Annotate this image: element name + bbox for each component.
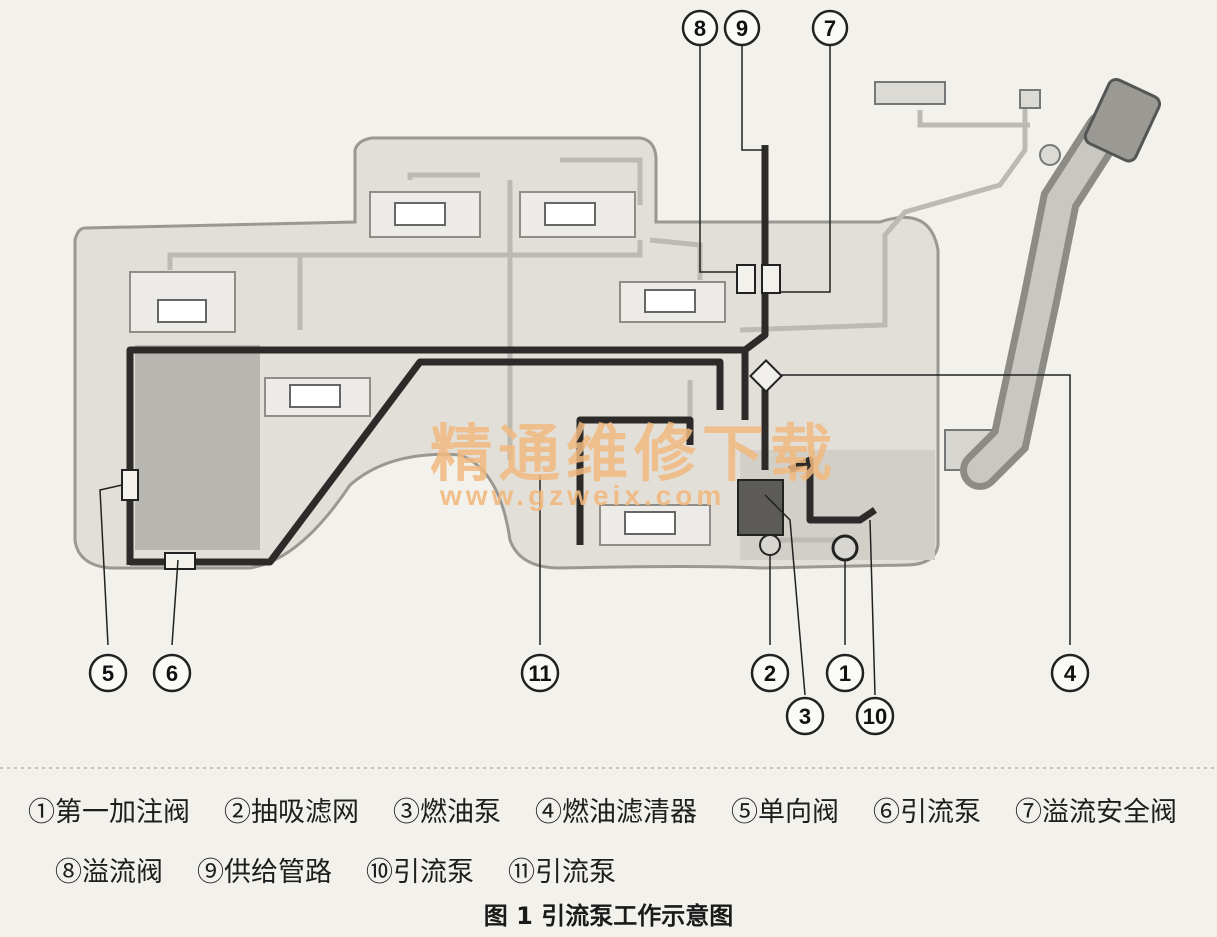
callout-label-11: 11 (528, 661, 551, 686)
fuel-pump (737, 479, 784, 536)
legend-item: ③燃油泵 (393, 797, 501, 828)
component-box-bottom (599, 504, 711, 546)
jet-pump-6 (164, 552, 196, 570)
callout-3: 3 (785, 696, 825, 736)
callout-9: 9 (723, 9, 761, 47)
legend-item: ④燃油滤清器 (535, 797, 697, 828)
watermark-url: www.gzweix.com (439, 480, 725, 511)
callout-label-2: 2 (764, 661, 776, 686)
callout-6: 6 (152, 653, 192, 693)
legend-item: ⑩引流泵 (366, 857, 474, 888)
callout-label-10: 10 (863, 704, 887, 729)
callout-5: 5 (88, 653, 128, 693)
component-box-left (129, 271, 236, 333)
callout-7: 7 (811, 9, 849, 47)
callout-label-5: 5 (102, 661, 114, 686)
legend-item: ⑪引流泵 (508, 857, 616, 888)
component-box-center (264, 377, 371, 417)
filler-valve-1 (831, 534, 859, 562)
callout-label-8: 8 (694, 16, 706, 41)
legend-item: ⑦溢流安全阀 (1015, 797, 1177, 828)
callout-label-4: 4 (1064, 661, 1077, 686)
legend-item: ②抽吸滤网 (224, 797, 359, 828)
callout-10: 10 (855, 696, 895, 736)
legend-item: ⑨供给管路 (197, 857, 332, 888)
component-box-top-left (369, 191, 481, 238)
legend-item: ①第一加注阀 (28, 797, 190, 828)
filler-neck-inner (967, 117, 1118, 483)
component-box-mid-right (619, 281, 726, 323)
legend-item: ⑧溢流阀 (55, 857, 163, 888)
callout-label-3: 3 (799, 704, 811, 729)
leader-lines (99, 42, 1071, 696)
safety-valve-7 (761, 264, 781, 294)
callout-label-1: 1 (839, 661, 851, 686)
legend-row-1: ①第一加注阀 ②抽吸滤网 ③燃油泵 ④燃油滤清器 ⑤单向阀 ⑥引流泵 ⑦溢流安全阀 (28, 790, 1177, 829)
check-valve-5 (121, 469, 139, 501)
callout-label-6: 6 (166, 661, 178, 686)
filler-cap (1083, 77, 1162, 163)
legend-item: ⑤单向阀 (731, 797, 839, 828)
callout-4: 4 (1050, 653, 1090, 693)
legend-row-2: ⑧溢流阀 ⑨供给管路 ⑩引流泵 ⑪引流泵 (55, 850, 650, 889)
callout-label-9: 9 (736, 16, 748, 41)
suction-strainer (759, 534, 781, 556)
callout-11: 11 (520, 653, 560, 693)
vent-valve-top (874, 81, 1061, 166)
watermark-text: 精通维修下载 (430, 417, 838, 490)
figure-caption: 图 1 引流泵工作示意图 (483, 902, 734, 930)
fuel-filter (749, 359, 783, 393)
callout-label-7: 7 (824, 16, 836, 41)
legend-item: ⑥引流泵 (873, 797, 981, 828)
component-box-top-right (519, 191, 636, 238)
overflow-valve-8 (736, 264, 756, 294)
callout-1: 1 (825, 653, 865, 693)
fuel-system-diagram: 8 9 7 5 6 11 2 1 4 3 10 精通维修下载 www.gzwe (0, 9, 1217, 769)
callout-2: 2 (750, 653, 790, 693)
left-chamber (135, 345, 260, 550)
callout-8: 8 (681, 9, 719, 47)
